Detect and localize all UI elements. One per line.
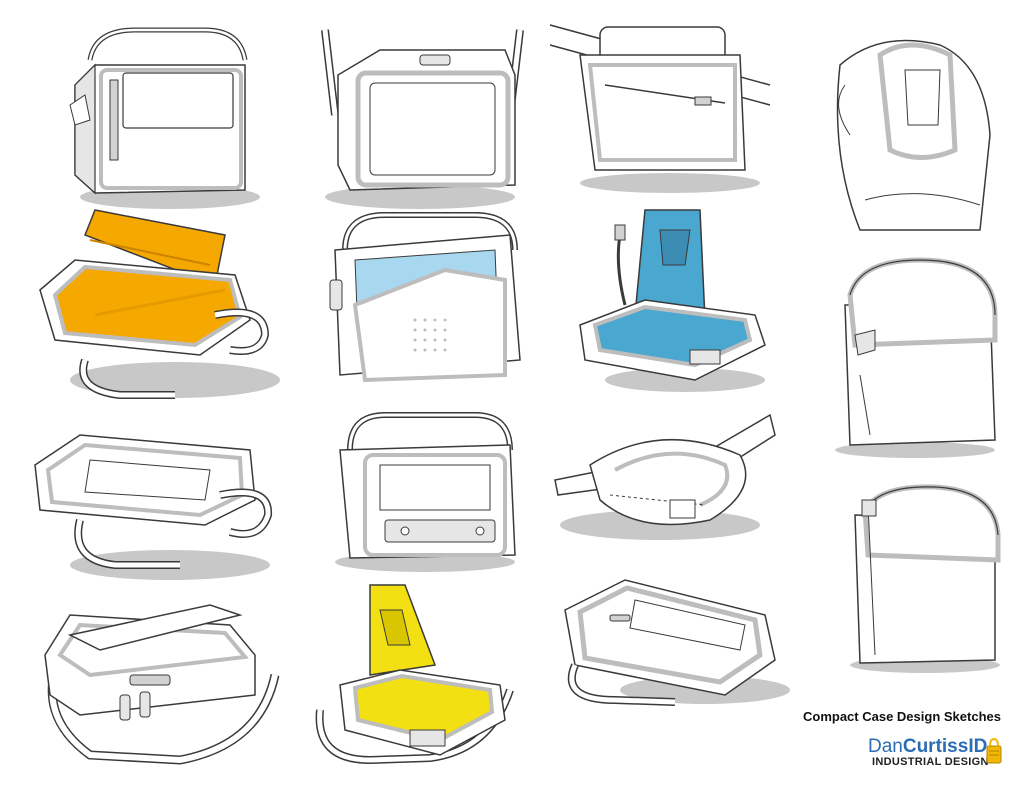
sketch-clamshell-case-closed (30, 420, 275, 585)
sketch-tall-case-rear (820, 25, 995, 240)
sketch-case-closed-side-zip (555, 570, 800, 725)
sketch-case-open-with-clip-blue (575, 205, 775, 395)
sketch-tall-case-flap-top (830, 255, 1005, 460)
sketch-strap-mount-case (550, 410, 780, 550)
sketch-case-open-yellow (310, 580, 525, 770)
logo-name-part2: CurtissID (902, 736, 988, 757)
logo-mark-icon (986, 737, 1002, 764)
sketch-messenger-bag-front-pocket (55, 25, 260, 210)
sketch-tall-case-flap-side (840, 484, 1010, 675)
sheet-caption: Compact Case Design Sketches (803, 709, 1001, 724)
sketch-messenger-bag-front-panel (310, 15, 535, 215)
logo-tagline: Industrial Design (872, 756, 989, 768)
sketch-messenger-bag-flap-open (325, 410, 525, 575)
logo-name-part1: Dan (868, 736, 903, 757)
sketch-clamshell-case-open-orange (35, 205, 280, 410)
logo-wordmark: DanCurtissID (868, 737, 987, 757)
company-logo: DanCurtissID Industrial Design (868, 737, 1008, 777)
sketch-pouch-on-bar (545, 15, 775, 200)
sketch-case-with-handle-top (30, 595, 280, 770)
sketch-messenger-bag-open-blue (325, 210, 525, 385)
